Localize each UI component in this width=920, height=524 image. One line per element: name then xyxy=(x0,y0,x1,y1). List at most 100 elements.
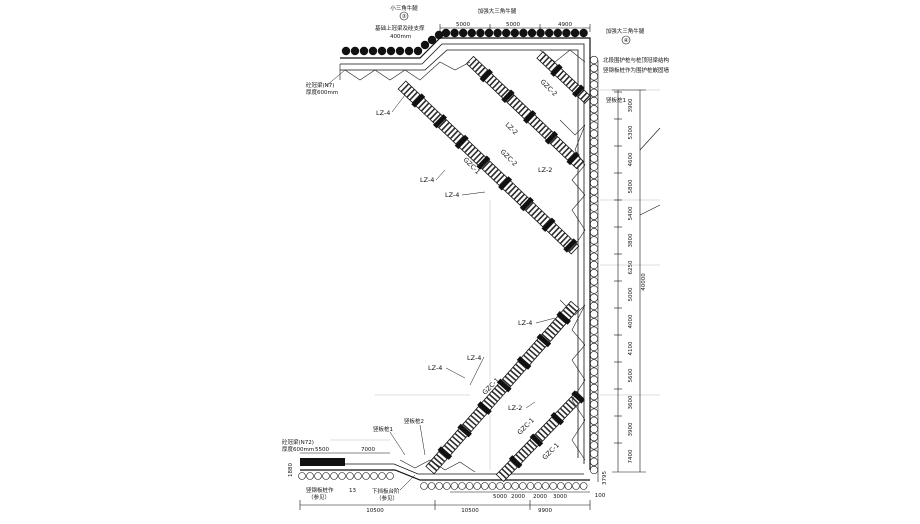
top-dim-3: 4900 xyxy=(558,22,572,28)
top-pile xyxy=(434,30,444,40)
right-pile xyxy=(589,64,599,73)
right-pile xyxy=(589,424,599,434)
right-pile xyxy=(589,269,599,278)
top-dimension-line xyxy=(439,24,591,32)
right-pile xyxy=(589,178,599,188)
label-mid-anchor-2: 竖板桩2 xyxy=(404,417,424,425)
bottom-right-dim-2: 100 xyxy=(595,493,606,499)
right-pile xyxy=(589,129,599,138)
right-pile xyxy=(589,203,599,212)
bottom-pile xyxy=(473,482,482,490)
bottom-pile xyxy=(526,482,535,490)
bottom-pile xyxy=(442,482,451,490)
label-bottom-note-2: （参见） xyxy=(308,493,330,501)
bottom-pile xyxy=(450,482,459,490)
label-circle-3: ③ xyxy=(402,14,407,20)
label-lz4-e: LZ-4 xyxy=(467,354,481,362)
bottom-dim-3: 9900 xyxy=(538,508,552,514)
right-pile xyxy=(589,88,599,97)
right-pile xyxy=(589,252,599,261)
label-bottom-note-4: （参见） xyxy=(376,494,398,502)
diagonal-braces xyxy=(397,51,592,483)
bottom-pile xyxy=(488,482,497,490)
top-pile xyxy=(377,46,387,56)
top-pile xyxy=(484,28,494,38)
bottom-inner-dim-4: 3000 xyxy=(553,494,567,500)
top-pile xyxy=(527,28,537,38)
label-lz2-a: LZ-2 xyxy=(508,404,522,412)
top-pile xyxy=(395,46,405,56)
right-pile xyxy=(589,211,599,220)
bottom-right-dim-1: 3795 xyxy=(602,471,608,485)
brace xyxy=(495,390,585,483)
bottom-pile xyxy=(541,482,550,490)
bottom-pile xyxy=(465,482,474,490)
bottom-dim-1: 10500 xyxy=(366,508,384,514)
right-pile xyxy=(589,72,599,81)
brace xyxy=(465,55,585,170)
top-pile xyxy=(579,28,588,38)
bottom-top-dim-2: 7000 xyxy=(361,447,375,453)
top-pile xyxy=(519,28,528,38)
label-lz4-c: LZ-4 xyxy=(445,191,459,199)
right-dim-label: 3800 xyxy=(628,233,634,247)
right-pile xyxy=(589,457,599,466)
label-gzc1-d: GZC-1 xyxy=(541,441,561,461)
top-pile xyxy=(359,46,369,56)
bottom-pile xyxy=(579,482,588,490)
label-lz4-b: LZ-4 xyxy=(420,176,434,184)
bottom-pile xyxy=(518,482,527,490)
bottom-pile xyxy=(556,482,565,490)
top-pile xyxy=(404,46,414,56)
right-pile xyxy=(589,400,599,409)
right-pile xyxy=(589,96,599,106)
label-lz4-d: LZ-4 xyxy=(518,319,532,327)
bottom-pile xyxy=(480,482,489,490)
bottom-pile xyxy=(306,472,314,480)
right-dim-label: 6250 xyxy=(628,260,634,274)
right-pile xyxy=(589,301,599,311)
top-dim-2: 5000 xyxy=(506,22,520,28)
right-dim-label: 5300 xyxy=(628,125,634,139)
bottom-left-dim: 1880 xyxy=(288,463,294,477)
top-pile xyxy=(341,46,351,56)
label-gzc1-c: GZC-1 xyxy=(516,416,536,436)
top-pile xyxy=(570,28,580,38)
top-pile xyxy=(536,28,545,38)
bottom-inner-dim-3: 2000 xyxy=(533,494,547,500)
bottom-pile xyxy=(534,482,542,490)
right-dim-label: 3900 xyxy=(628,422,634,436)
label-top-anchor: 竖板桩1 xyxy=(606,96,626,104)
right-dim-label: 5800 xyxy=(628,179,634,193)
bottom-pile xyxy=(362,472,370,480)
right-pile xyxy=(589,383,599,393)
right-pile xyxy=(589,285,599,294)
top-pile-row xyxy=(341,28,588,56)
right-pile xyxy=(589,433,599,442)
right-pile xyxy=(589,359,599,368)
bottom-pile xyxy=(298,472,306,480)
bottom-pile xyxy=(572,482,580,490)
bottom-inner-dim-2: 2000 xyxy=(511,494,525,500)
bottom-pile xyxy=(354,472,362,480)
top-pile xyxy=(510,28,519,38)
label-bottom-steel-wall: 砼冠梁(N72) xyxy=(282,438,314,446)
bottom-pile xyxy=(549,482,558,490)
top-pile xyxy=(413,46,423,56)
bottom-pile xyxy=(420,482,428,490)
right-pile xyxy=(589,162,599,171)
right-dim-label: 3900 xyxy=(628,98,634,112)
right-pile xyxy=(589,408,599,417)
right-pile xyxy=(589,236,599,245)
top-dim-1: 5000 xyxy=(456,22,470,28)
bottom-pile xyxy=(370,472,378,480)
right-pile xyxy=(589,154,599,163)
right-pile xyxy=(589,170,599,179)
top-pile xyxy=(420,40,430,50)
label-right-note-2: 竖钢板桩作为围护桩嵌固墙 xyxy=(603,66,670,74)
bottom-dimension-line xyxy=(299,452,591,510)
leader-lines xyxy=(325,69,556,491)
top-pile xyxy=(553,28,562,38)
right-pile xyxy=(589,80,599,89)
